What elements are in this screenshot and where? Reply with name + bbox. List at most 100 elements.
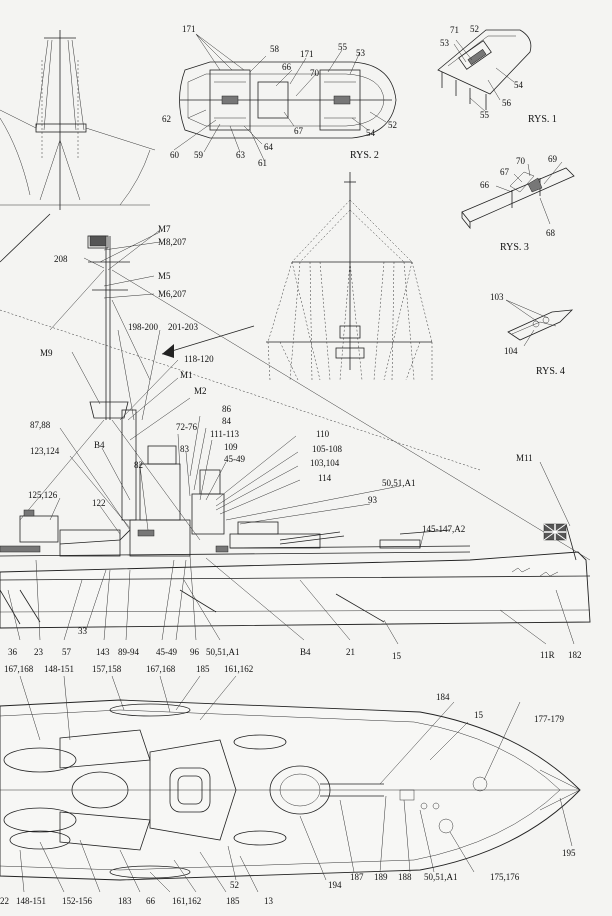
label: 177-179 xyxy=(534,714,564,724)
label: 96 xyxy=(190,647,200,657)
label: 87,88 xyxy=(30,420,51,430)
label: 182 xyxy=(568,650,582,660)
figure-rys4: 103 104 RYS. 4 xyxy=(490,292,574,377)
label: 69 xyxy=(548,154,558,164)
label: 66 xyxy=(480,180,490,190)
label: 157,158 xyxy=(92,664,122,674)
label: 66 xyxy=(282,62,292,72)
label: 62 xyxy=(162,114,171,124)
caption-rys1: RYS. 1 xyxy=(528,114,557,125)
figure-rys1: 71 52 53 54 56 55 RYS. 1 xyxy=(437,24,557,125)
label: 185 xyxy=(196,664,210,674)
label: 64 xyxy=(264,142,274,152)
label: 68 xyxy=(546,228,556,238)
label: 45-49 xyxy=(156,647,177,657)
label: 67 xyxy=(500,167,510,177)
label: 167,168 xyxy=(146,664,176,674)
label: 161,162 xyxy=(224,664,253,674)
label: 114 xyxy=(318,473,332,483)
label: 148-151 xyxy=(44,664,74,674)
label: 86 xyxy=(222,404,232,414)
label: 33 xyxy=(78,626,88,636)
label: 171 xyxy=(182,24,196,34)
label: M8,207 xyxy=(158,237,187,247)
label: 55 xyxy=(480,110,490,120)
label: 148-151 xyxy=(16,896,46,906)
label: 63 xyxy=(236,150,246,160)
label: 60 xyxy=(170,150,180,160)
label: 71 xyxy=(450,25,459,35)
label: 171 xyxy=(300,49,314,59)
label: 109 xyxy=(224,442,238,452)
label: 52 xyxy=(470,24,479,34)
label: 67 xyxy=(294,126,304,136)
label: 188 xyxy=(398,872,412,882)
label: B4 xyxy=(94,440,105,450)
label: M9 xyxy=(40,348,53,358)
label: 105-108 xyxy=(312,444,342,454)
label: 45-49 xyxy=(224,454,245,464)
label: 50,51,A1 xyxy=(382,478,416,488)
side-elevation: M7 M8,207 208 M5 M6,207 198-200 201-203 … xyxy=(0,224,591,661)
label: 15 xyxy=(392,651,402,661)
label: 104 xyxy=(504,346,518,356)
label: 53 xyxy=(356,48,366,58)
label: 21 xyxy=(346,647,355,657)
label: 61 xyxy=(258,158,267,168)
label: M1 xyxy=(180,370,193,380)
figure-rys2: 171 58 171 55 53 66 70 62 67 54 52 60 59… xyxy=(162,24,397,168)
label: 23 xyxy=(34,647,44,657)
label: 195 xyxy=(562,848,576,858)
label: 123,124 xyxy=(30,446,60,456)
label: 36 xyxy=(8,647,18,657)
label: 103 xyxy=(490,292,504,302)
label: 83 xyxy=(180,444,190,454)
label: 22 xyxy=(0,896,9,906)
label: 70 xyxy=(310,68,320,78)
deck-plan: 167,168 148-151 157,158 167,168 185 161,… xyxy=(0,664,581,906)
figure-rys3: 66 67 70 69 68 RYS. 3 xyxy=(461,154,575,253)
label: 103,104 xyxy=(310,458,340,468)
label: 56 xyxy=(502,98,512,108)
label: 184 xyxy=(436,692,450,702)
label: 82 xyxy=(134,460,143,470)
label: 167,168 xyxy=(4,664,34,674)
label: B4 xyxy=(300,647,311,657)
label: M2 xyxy=(194,386,207,396)
label: 189 xyxy=(374,872,388,882)
label: 57 xyxy=(62,647,72,657)
label: 59 xyxy=(194,150,204,160)
label: 11R xyxy=(540,650,555,660)
mast-front-view xyxy=(266,172,433,381)
label: 72-76 xyxy=(176,422,197,432)
label: M6,207 xyxy=(158,289,187,299)
label: 15 xyxy=(474,710,484,720)
label: 208 xyxy=(54,254,68,264)
label: 70 xyxy=(516,156,526,166)
label: 143 xyxy=(96,647,110,657)
label: 145-147,A2 xyxy=(422,524,465,534)
label: 50,51,A1 xyxy=(424,872,458,882)
label: 54 xyxy=(366,128,376,138)
caption-rys3: RYS. 3 xyxy=(500,242,529,253)
label: 110 xyxy=(316,429,330,439)
label: 111-113 xyxy=(210,429,239,439)
label: 52 xyxy=(230,880,239,890)
label: 187 xyxy=(350,872,364,882)
label: 52 xyxy=(388,120,397,130)
label: 93 xyxy=(368,495,378,505)
label: 84 xyxy=(222,416,232,426)
label: 50,51,A1 xyxy=(206,647,240,657)
label: M5 xyxy=(158,271,171,281)
label: 183 xyxy=(118,896,132,906)
caption-rys4: RYS. 4 xyxy=(536,366,565,377)
label: 122 xyxy=(92,498,106,508)
label: 125,126 xyxy=(28,490,58,500)
label: M7 xyxy=(158,224,171,234)
label: 58 xyxy=(270,44,280,54)
label: 55 xyxy=(338,42,348,52)
label: 118-120 xyxy=(184,354,214,364)
label: M11 xyxy=(516,453,533,463)
label: 66 xyxy=(146,896,156,906)
